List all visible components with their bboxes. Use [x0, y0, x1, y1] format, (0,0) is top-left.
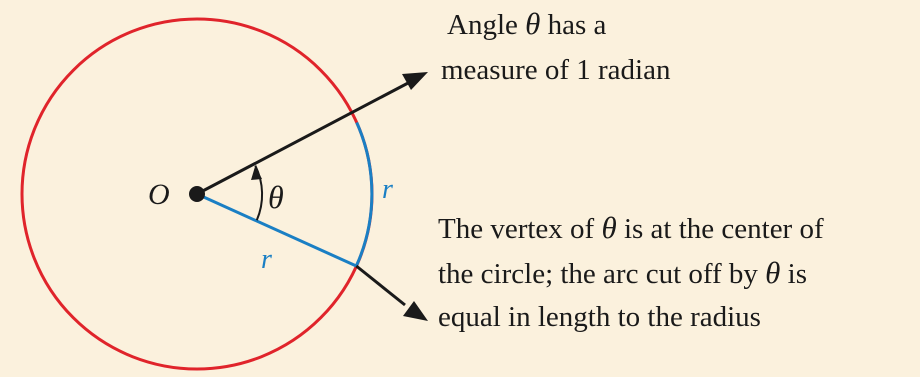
arc-label: r [382, 174, 393, 205]
top-annotation-line-2: measure of 1 radian [441, 54, 671, 86]
center-label: O [148, 178, 170, 211]
intercepted-arc [354, 121, 374, 267]
upper-ray [196, 80, 411, 196]
angle-label: θ [268, 179, 284, 215]
upper-arrowhead [402, 72, 428, 90]
bottom-annotation-line-3: equal in length to the radius [438, 301, 761, 333]
top-annotation-line-1: Angle θ has a [447, 6, 607, 41]
center-point [189, 186, 205, 202]
angle-arc-arrowhead [251, 165, 262, 180]
bottom-annotation-line-1: The vertex of θ is at the center of [438, 210, 824, 245]
bottom-annotation-line-2: the circle; the arc cut off by θ is [438, 255, 807, 290]
radius-label: r [261, 244, 272, 275]
lower-arrowhead [403, 301, 428, 321]
radius-segment [196, 192, 357, 268]
lower-ray-extension [355, 264, 406, 307]
